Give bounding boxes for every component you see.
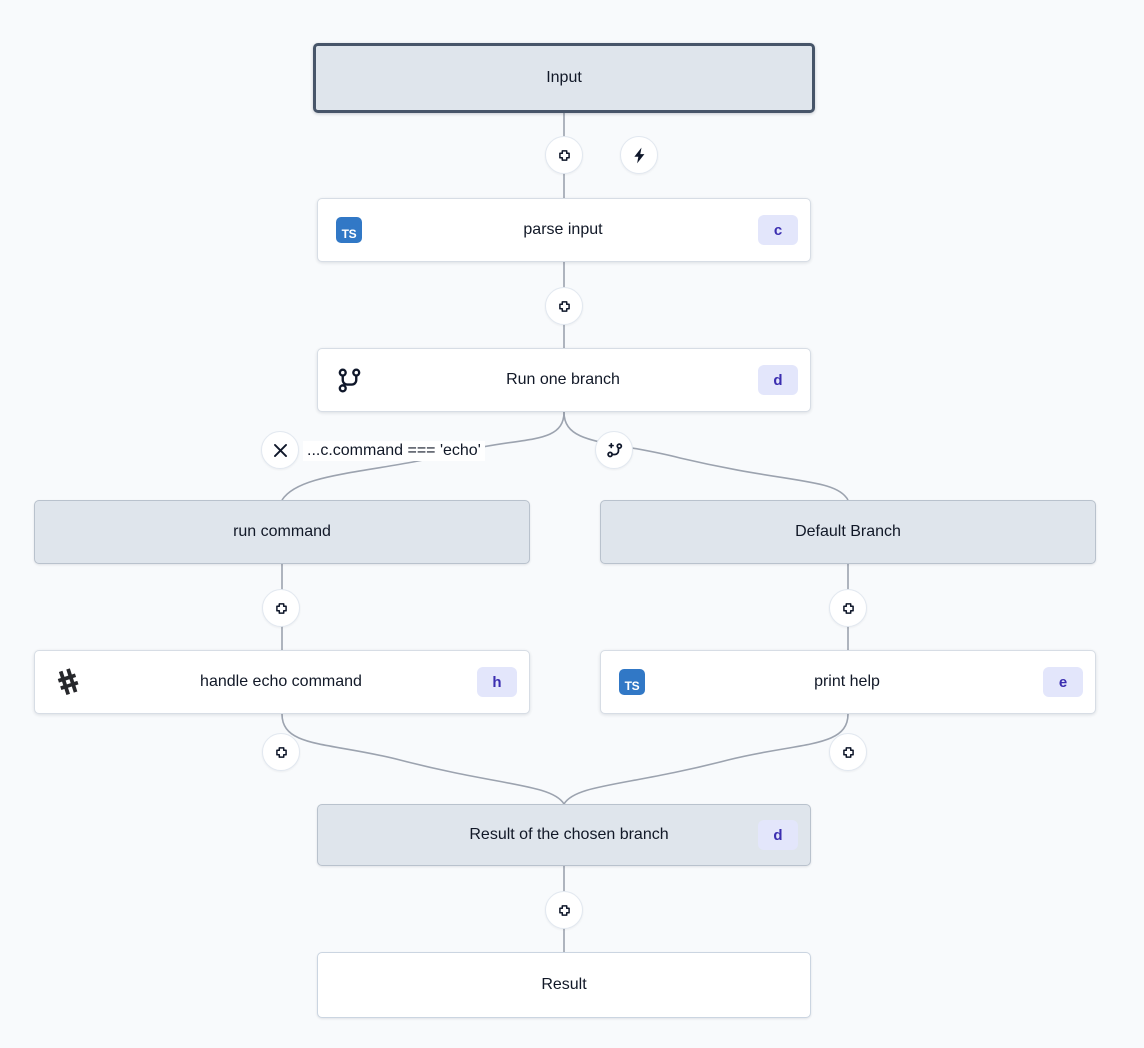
plus-icon [558, 904, 570, 916]
add-step-after-parse-input-button[interactable] [545, 287, 583, 325]
node-handle-echo-command[interactable]: handle echo command h [34, 650, 530, 714]
node-input[interactable]: Input [313, 43, 815, 113]
plus-icon [842, 602, 854, 614]
node-parse-input-label: parse input [523, 221, 603, 238]
add-step-after-handle-echo-button[interactable] [262, 733, 300, 771]
lightning-bolt-icon [633, 147, 644, 163]
node-input-label: Input [546, 69, 582, 86]
git-branch-icon [338, 368, 360, 392]
trigger-after-input-button[interactable] [620, 136, 658, 174]
node-result[interactable]: Result [317, 952, 811, 1018]
add-step-after-branch-result-button[interactable] [545, 891, 583, 929]
node-run-one-branch[interactable]: Run one branch d [317, 348, 811, 412]
add-step-default-branch-button[interactable] [829, 589, 867, 627]
typescript-icon: TS [336, 217, 362, 243]
node-run-one-branch-icon-slot [330, 367, 368, 394]
node-run-one-branch-label: Run one branch [506, 371, 620, 388]
add-step-after-input-button[interactable] [545, 136, 583, 174]
plus-icon [842, 746, 854, 758]
edge-handle-echo-to-branch-result [281, 713, 565, 805]
node-parse-input-icon-slot: TS [330, 217, 368, 243]
node-handle-echo-icon-slot [47, 667, 85, 697]
node-parse-input[interactable]: TS parse input c [317, 198, 811, 262]
node-branch-result-label: Result of the chosen branch [469, 826, 669, 843]
node-run-command-branch[interactable]: run command [34, 500, 530, 564]
node-handle-echo-badge: h [477, 667, 517, 697]
node-print-help-badge: e [1043, 667, 1083, 697]
branch-condition-label[interactable]: ...c.command === 'echo' [303, 441, 485, 461]
remove-branch-button[interactable] [261, 431, 299, 469]
close-icon [273, 443, 287, 457]
node-handle-echo-label: handle echo command [200, 673, 362, 690]
node-branch-result-badge: d [758, 820, 798, 850]
plus-icon [558, 300, 570, 312]
typescript-icon: TS [619, 669, 645, 695]
add-branch-button[interactable] [595, 431, 633, 469]
plus-icon [275, 746, 287, 758]
edge-print-help-to-branch-result [563, 713, 849, 805]
bash-hash-icon [57, 668, 79, 696]
node-parse-input-badge: c [758, 215, 798, 245]
node-result-label: Result [541, 976, 587, 993]
node-print-help-label: print help [814, 673, 880, 690]
node-print-help[interactable]: TS print help e [600, 650, 1096, 714]
add-branch-icon [606, 442, 622, 457]
node-branch-result[interactable]: Result of the chosen branch d [317, 804, 811, 866]
node-default-branch[interactable]: Default Branch [600, 500, 1096, 564]
node-run-command-label: run command [233, 523, 331, 540]
plus-icon [558, 149, 570, 161]
node-default-branch-label: Default Branch [795, 523, 901, 540]
add-step-after-print-help-button[interactable] [829, 733, 867, 771]
node-print-help-icon-slot: TS [613, 669, 651, 695]
plus-icon [275, 602, 287, 614]
add-step-run-command-branch-button[interactable] [262, 589, 300, 627]
node-run-one-branch-badge: d [758, 365, 798, 395]
